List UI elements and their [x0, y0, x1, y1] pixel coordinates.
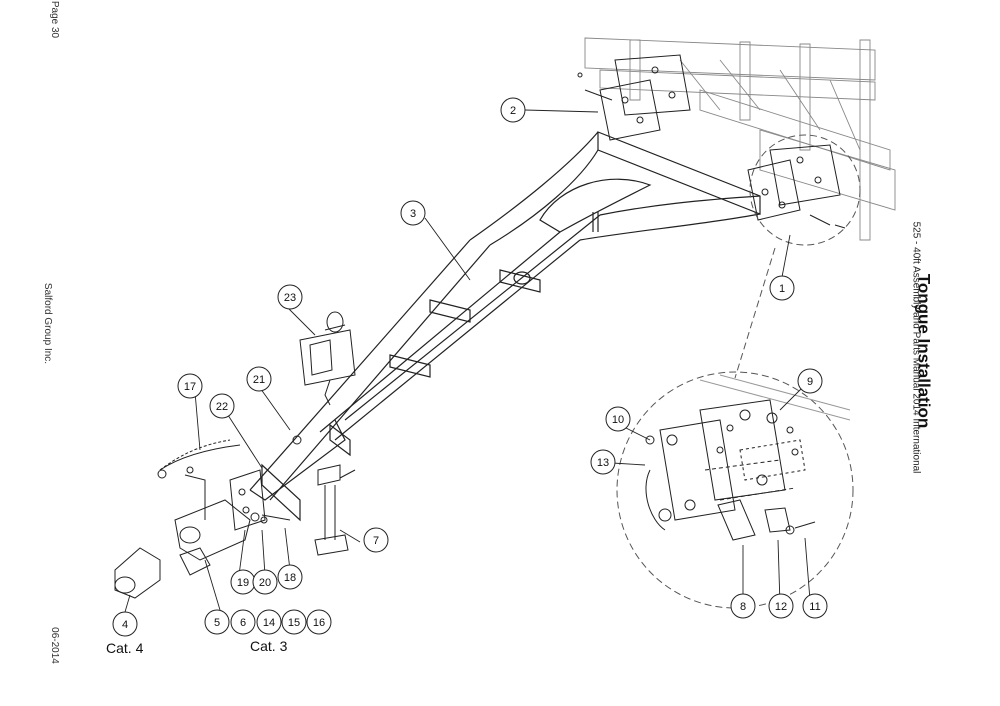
callout-20: 20 — [259, 577, 271, 589]
cat3-label: Cat. 3 — [250, 638, 288, 654]
callout-2: 2 — [510, 105, 516, 117]
callout-16: 16 — [313, 617, 325, 629]
implement-frame — [584, 37, 896, 241]
callout-12: 12 — [775, 601, 787, 613]
callout-10: 10 — [612, 414, 624, 426]
detail-circle-small — [734, 134, 861, 379]
manual-holder — [299, 311, 356, 406]
jack-stand — [314, 464, 356, 556]
callout-numbers: 2 3 1 23 17 22 21 7 19 20 18 4 5 6 14 15… — [122, 105, 821, 631]
callout-circles — [112, 97, 828, 637]
mount-brackets — [577, 54, 846, 229]
callout-6: 6 — [240, 617, 246, 629]
callout-22: 22 — [216, 401, 228, 413]
callout-4: 4 — [122, 619, 128, 631]
callout-8: 8 — [740, 601, 746, 613]
cat4-label: Cat. 4 — [106, 640, 144, 656]
callout-11: 11 — [809, 601, 820, 613]
callout-17: 17 — [184, 381, 196, 393]
hitch-parts — [114, 435, 302, 599]
detail-view — [616, 371, 854, 609]
leader-lines — [124, 109, 811, 613]
callout-9: 9 — [807, 376, 813, 388]
callout-14: 14 — [263, 617, 275, 629]
callout-23: 23 — [284, 292, 296, 304]
tongue-beam — [249, 131, 761, 522]
callout-13: 13 — [597, 457, 609, 469]
callout-5: 5 — [214, 617, 220, 629]
callout-1: 1 — [779, 283, 785, 295]
callout-3: 3 — [410, 208, 416, 220]
callout-19: 19 — [237, 577, 249, 589]
callout-15: 15 — [288, 617, 300, 629]
callout-18: 18 — [284, 572, 296, 584]
callout-7: 7 — [373, 535, 379, 547]
callout-21: 21 — [253, 374, 265, 386]
